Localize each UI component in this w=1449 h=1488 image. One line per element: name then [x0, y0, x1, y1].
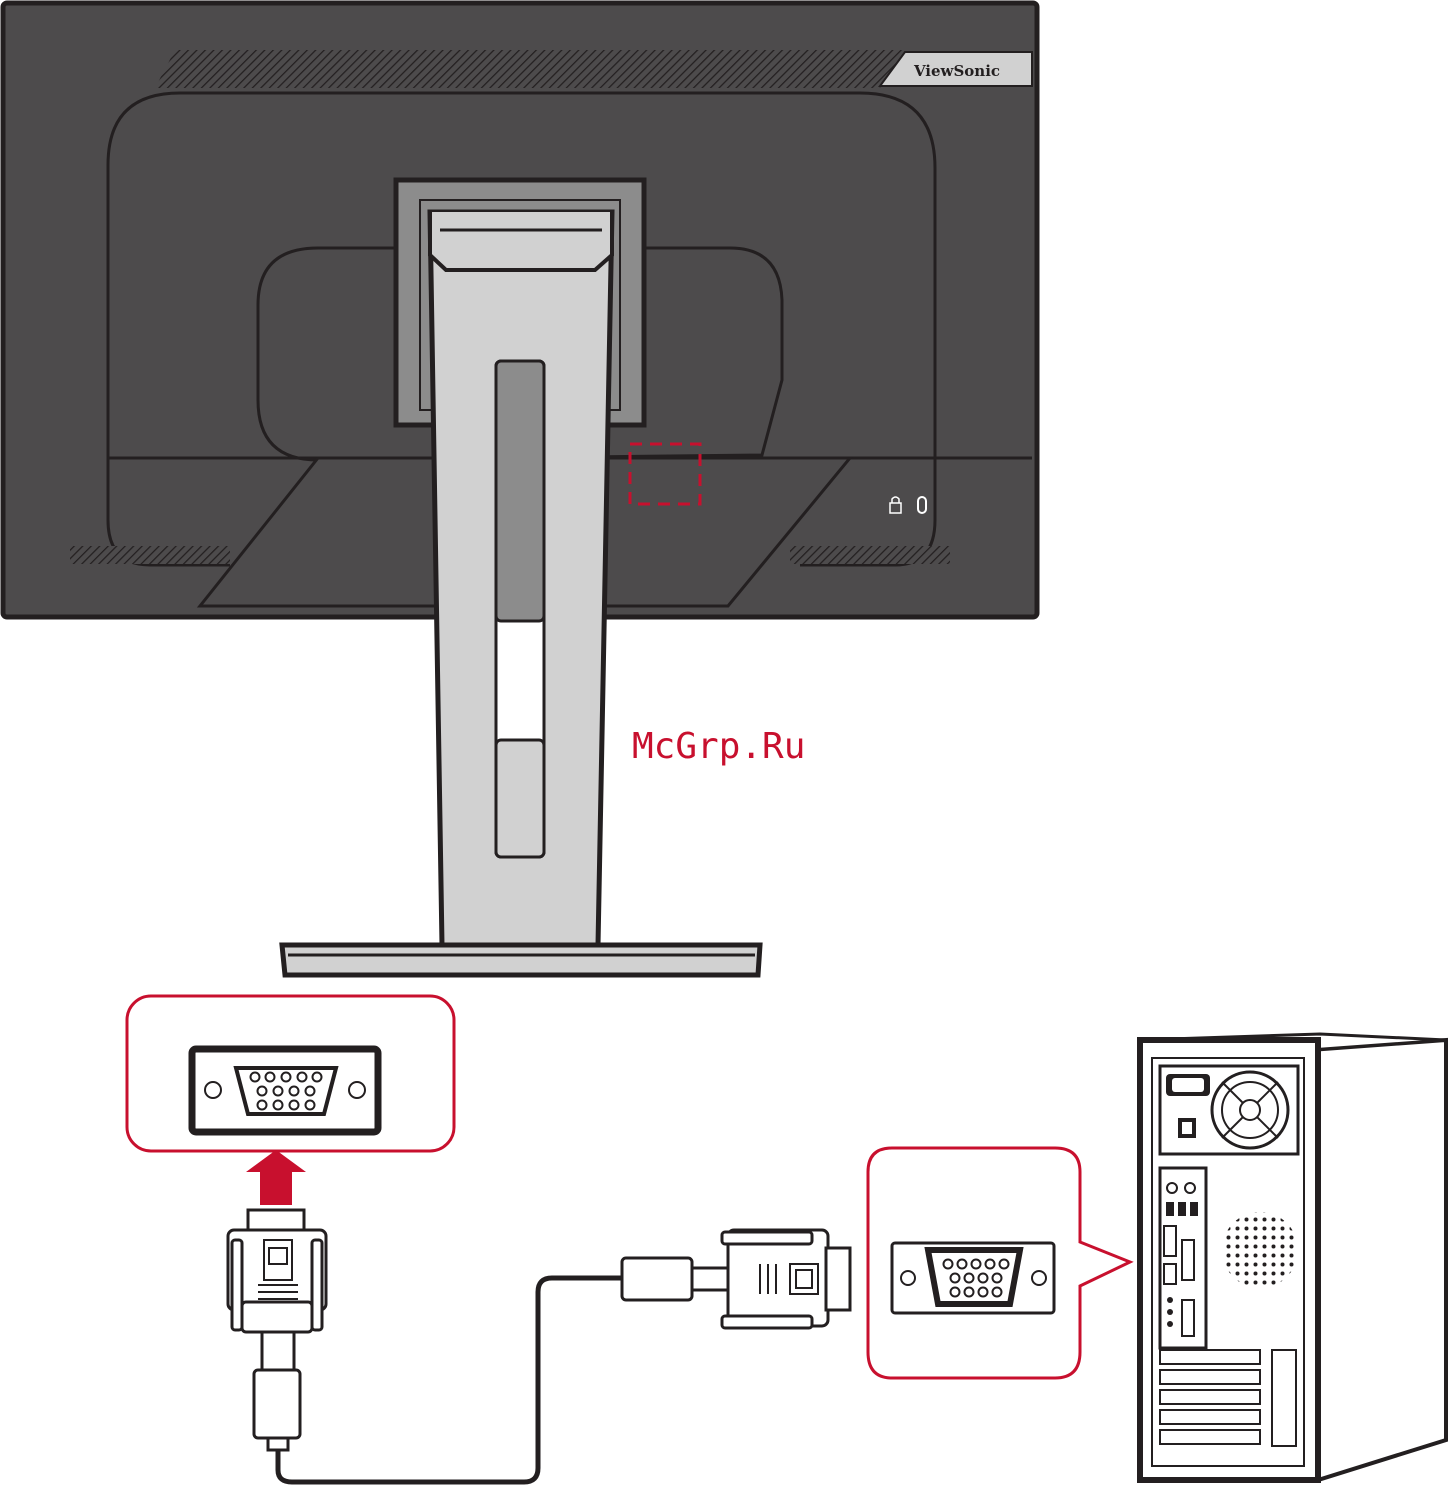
- watermark-text: McGrp.Ru: [632, 726, 805, 767]
- vga-plug-computer-end: [622, 1230, 850, 1328]
- vga-cable: [278, 1278, 622, 1482]
- brand-label: ViewSonic: [913, 62, 1000, 80]
- top-vent: [155, 50, 905, 88]
- power-switch-icon: [1178, 1118, 1196, 1138]
- vga-plug-monitor-end: [228, 1210, 326, 1450]
- fan-icon: [1212, 1072, 1288, 1148]
- vga-port-monitor: [127, 996, 454, 1151]
- case-vent: [1222, 1212, 1298, 1288]
- bottom-vent-right: [790, 546, 950, 564]
- bottom-vent-left: [70, 546, 230, 564]
- vga-port-computer: [868, 1148, 1130, 1378]
- expansion-slots: [1160, 1350, 1260, 1444]
- computer-tower: [1140, 1034, 1446, 1480]
- up-arrow-icon: [246, 1150, 306, 1205]
- stand-base: [282, 945, 760, 975]
